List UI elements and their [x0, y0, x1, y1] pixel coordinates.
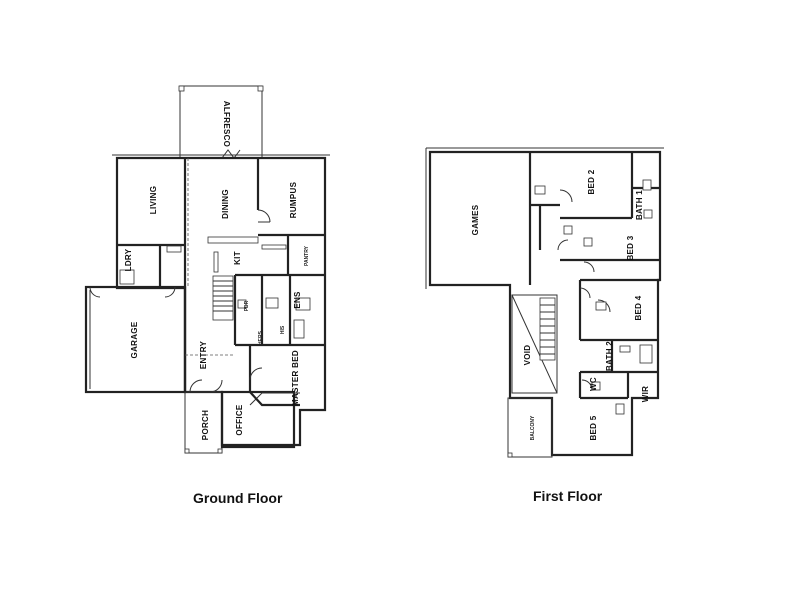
wir-label: WIR	[641, 386, 650, 402]
bath2-label: BATH 2	[605, 341, 614, 371]
pantry-label: PANTRY	[304, 245, 310, 266]
hers-label: HERS	[258, 330, 264, 345]
garage-label: GARAGE	[130, 321, 139, 358]
wc-label: WC	[589, 377, 598, 391]
bed4-label: BED 4	[634, 295, 643, 320]
pdr-label: PDR	[244, 300, 250, 311]
office-label: OFFICE	[235, 404, 244, 435]
ground-stairs	[212, 275, 234, 321]
his-label: HIS	[280, 325, 286, 334]
porch-label: PORCH	[201, 410, 210, 440]
alfresco-area	[179, 85, 263, 159]
master-bed-label: MASTER BED	[291, 350, 300, 406]
ground-floor-plan: ALFRESCO LIVING DINING RUMPUS LDRY KIT P…	[84, 85, 330, 454]
void-area	[511, 294, 558, 394]
rumpus-label: RUMPUS	[289, 181, 298, 218]
kit-label: KIT	[233, 251, 242, 265]
office-area	[220, 390, 296, 449]
ens-label: ENS	[293, 291, 302, 309]
bath1-label: BATH 1	[635, 190, 644, 220]
living-label: LIVING	[149, 186, 158, 214]
bed5-label: BED 5	[589, 415, 598, 440]
ldry-label: LDRY	[124, 248, 133, 271]
first-stairs	[539, 297, 556, 361]
bed3-label: BED 3	[626, 235, 635, 260]
void-label: VOID	[523, 345, 532, 366]
first-floor-plan: GAMES BED 2 BATH 1 BED 3 BED 4 VOID BATH…	[425, 147, 664, 458]
ground-floor-caption: Ground Floor	[193, 490, 283, 506]
entry-label: ENTRY	[199, 340, 208, 369]
bed2-label: BED 2	[587, 169, 596, 194]
balcony-area	[507, 397, 553, 458]
balcony-label: BALCONY	[530, 415, 536, 440]
dining-label: DINING	[221, 189, 230, 219]
games-label: GAMES	[471, 204, 480, 235]
first-floor-caption: First Floor	[533, 488, 603, 504]
alfresco-label: ALFRESCO	[222, 101, 231, 147]
